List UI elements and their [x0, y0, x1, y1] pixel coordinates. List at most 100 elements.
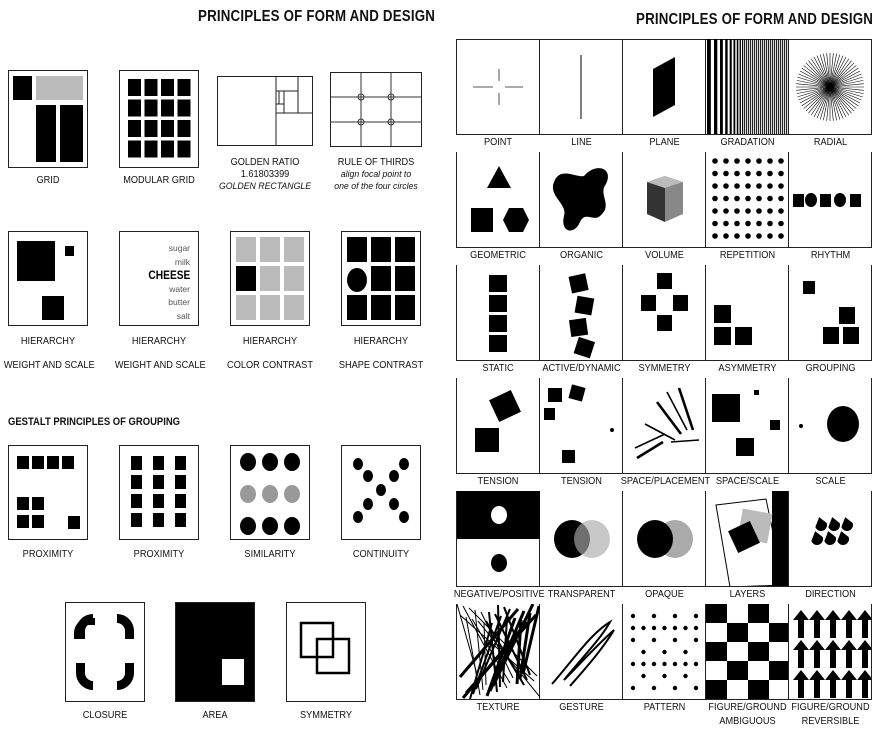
- left-title: PRINCIPLES OF FORM AND DESIGN: [198, 8, 435, 26]
- plane-label: PLANE: [621, 137, 708, 149]
- texture-figure: [456, 604, 540, 700]
- radial-label: RADIAL: [787, 137, 872, 149]
- proximity-figure-1: [8, 445, 88, 540]
- proximity-figure-2: [119, 445, 199, 540]
- opaque-figure: [623, 491, 706, 587]
- continuity-figure: [341, 445, 421, 540]
- point-label: POINT: [454, 137, 542, 149]
- grouping-label: GROUPING: [787, 363, 872, 375]
- symmetry-figure-left: [286, 602, 366, 702]
- negative-positive-label: NEGATIVE/POSITIVE: [454, 589, 542, 601]
- closure-figure: [65, 602, 145, 702]
- area-label: AREA: [178, 710, 252, 722]
- pattern-figure: [623, 604, 706, 700]
- similarity-label: SIMILARITY: [233, 549, 307, 561]
- active-dynamic-figure: [540, 265, 623, 361]
- line-figure: [540, 39, 623, 135]
- scale-figure: [789, 378, 872, 474]
- space-scale-label: SPACE/SCALE: [704, 476, 791, 488]
- word-water: water: [141, 283, 190, 297]
- word-sugar: sugar: [141, 242, 190, 256]
- scale-label: SCALE: [787, 476, 872, 488]
- ambiguous-sublabel: AMBIGUOUS: [704, 716, 791, 728]
- static-label: STATIC: [454, 363, 542, 375]
- space-scale-figure: [706, 378, 789, 474]
- figure-ground-label: FIGURE/GROUND: [704, 702, 791, 714]
- radial-figure: [789, 39, 872, 135]
- continuity-label: CONTINUITY: [344, 549, 418, 561]
- static-figure: [456, 265, 540, 361]
- space-placement-figure: [623, 378, 706, 474]
- layers-label: LAYERS: [704, 589, 791, 601]
- plane-figure: [623, 39, 706, 135]
- gesture-figure: [540, 604, 623, 700]
- similarity-figure: [230, 445, 310, 540]
- gestalt-heading: GESTALT PRINCIPLES OF GROUPING: [8, 416, 180, 428]
- volume-label: VOLUME: [621, 250, 708, 262]
- hierarchy-color-figure: [230, 231, 310, 326]
- asymmetry-label: ASYMMETRY: [704, 363, 791, 375]
- rule-of-thirds-figure: [330, 72, 422, 147]
- asymmetry-figure: [706, 265, 789, 361]
- word-salt: salt: [141, 310, 190, 324]
- rhythm-figure: [789, 152, 872, 248]
- golden-ratio-figure: [217, 76, 313, 146]
- line-label: LINE: [538, 137, 625, 149]
- direction-figure: [789, 491, 872, 587]
- repetition-label: REPETITION: [704, 250, 791, 262]
- direction-label: DIRECTION: [787, 589, 872, 601]
- hierarchy-weight-figure: [8, 231, 88, 326]
- proximity-label-1: PROXIMITY: [11, 549, 85, 561]
- geometric-label: GEOMETRIC: [454, 250, 542, 262]
- symmetry-label: SYMMETRY: [621, 363, 708, 375]
- rhythm-label: RHYTHM: [787, 250, 872, 262]
- texture-label: TEXTURE: [454, 702, 542, 714]
- symmetry-figure: [623, 265, 706, 361]
- area-figure: [175, 602, 255, 702]
- modular-grid-figure: [119, 70, 199, 168]
- word-cheese: CHEESE: [148, 269, 190, 283]
- grouping-figure: [789, 265, 872, 361]
- grid-figure: [8, 70, 88, 168]
- point-figure: [456, 39, 540, 135]
- figure-ground-figure: [789, 604, 872, 700]
- tension-label: TENSION: [538, 476, 625, 488]
- transparent-figure: [540, 491, 623, 587]
- gesture-label: GESTURE: [538, 702, 625, 714]
- right-title: PRINCIPLES OF FORM AND DESIGN: [636, 11, 872, 29]
- proximity-label-2: PROXIMITY: [122, 549, 196, 561]
- active-dynamic-label: ACTIVE/DYNAMIC: [538, 363, 625, 375]
- volume-figure: [623, 152, 706, 248]
- hierarchy-text-figure: sugar milk CHEESE water butter salt: [119, 231, 199, 326]
- pattern-label: PATTERN: [621, 702, 708, 714]
- transparent-label: TRANSPARENT: [538, 589, 625, 601]
- word-butter: butter: [141, 296, 190, 310]
- tension-figure: [456, 378, 540, 474]
- repetition-figure: [706, 152, 789, 248]
- organic-figure: [540, 152, 623, 248]
- organic-label: ORGANIC: [538, 250, 625, 262]
- reversible-sublabel: REVERSIBLE: [787, 716, 872, 728]
- gradation-figure: [706, 39, 789, 135]
- tension-figure: [540, 378, 623, 474]
- figure-ground-figure: [706, 604, 789, 700]
- negative-positive-figure: [456, 491, 540, 587]
- grid-label: GRID: [11, 175, 85, 187]
- opaque-label: OPAQUE: [621, 589, 708, 601]
- symmetry-label-left: SYMMETRY: [289, 710, 363, 722]
- hierarchy-shape-figure: [341, 231, 421, 326]
- layers-figure: [706, 491, 789, 587]
- geometric-figure: [456, 152, 540, 248]
- modular-grid-label: MODULAR GRID: [109, 175, 208, 187]
- space-placement-label: SPACE/PLACEMENT: [621, 476, 708, 488]
- word-milk: milk: [141, 256, 190, 270]
- figure-ground-label: FIGURE/GROUND: [787, 702, 872, 714]
- tension-label: TENSION: [454, 476, 542, 488]
